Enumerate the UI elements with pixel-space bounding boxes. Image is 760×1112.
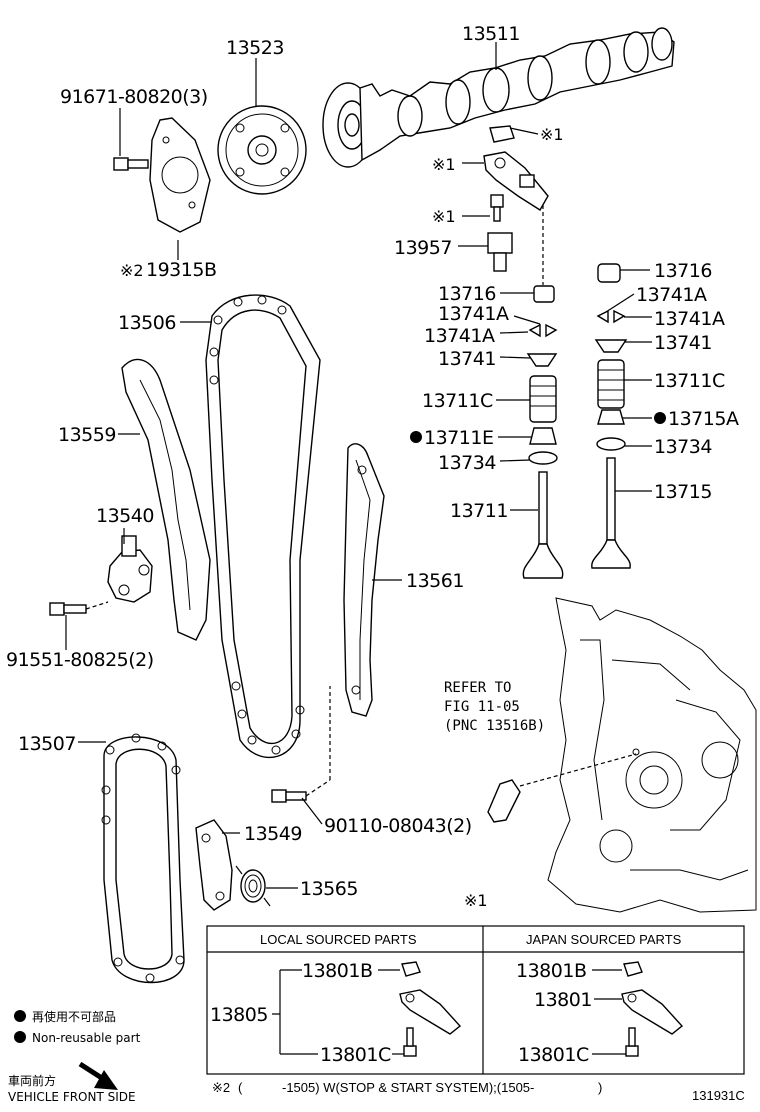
- camshaft-sprocket-13523: [217, 105, 307, 195]
- table-left-13801b: 13801B: [302, 960, 372, 982]
- timing-chain-13506: [205, 294, 321, 759]
- callout-13741a-4: 13741A: [654, 308, 725, 330]
- chain-tensioner-13540: [107, 535, 153, 603]
- callout-13711: 13711: [450, 500, 508, 522]
- callout-90110: 90110-08043(2): [324, 815, 472, 837]
- callout-13734-right: 13734: [654, 436, 712, 458]
- pivot-bolt: [490, 194, 504, 222]
- vehicle-front-jp: 車両前方: [8, 1073, 56, 1088]
- legend: 再使用不可部品 Non-reusable part: [14, 1009, 141, 1045]
- note1-mark-rocker: ※1: [432, 155, 456, 174]
- legend-en: Non-reusable part: [32, 1031, 141, 1045]
- refer-line-3: (PNC 13516B): [444, 718, 545, 734]
- callout-19315b: 19315B: [146, 259, 216, 281]
- rocker-arm: [483, 151, 549, 211]
- callout-13561: 13561: [406, 570, 464, 592]
- oil-pump-chain-13507: [101, 733, 185, 984]
- nonreusable-dot-13715a: [654, 412, 666, 424]
- footnote-text: -1505) W(STOP & START SYSTEM);(1505-: [282, 1080, 534, 1095]
- callout-13549: 13549: [244, 823, 302, 845]
- engine-block: [547, 597, 757, 913]
- timing-plate-19315b: [149, 117, 211, 233]
- callout-13741-right: 13741: [654, 332, 712, 354]
- callout-13711c-left: 13711C: [422, 390, 493, 412]
- callout-13715a: 13715A: [668, 408, 739, 430]
- figure-code: 131931C: [692, 1088, 745, 1103]
- table-note-mark: ※1: [464, 891, 488, 910]
- callout-13711c-right: 13711C: [654, 370, 725, 392]
- table-13805: 13805: [210, 1004, 268, 1026]
- lash-adjuster-13957: [487, 232, 513, 272]
- chain-damper-13549: [195, 819, 233, 911]
- bolt-91671: [113, 108, 149, 171]
- callout-13523: 13523: [226, 37, 284, 59]
- callout-91551: 91551-80825(2): [6, 649, 154, 671]
- leader-lines: [65, 42, 652, 889]
- exhaust-valve-assembly: [591, 263, 631, 569]
- callout-13741a-3: 13741A: [636, 284, 707, 306]
- refer-line-2: FIG 11-05: [444, 699, 520, 715]
- legend-jp: 再使用不可部品: [32, 1009, 116, 1024]
- table-right-13801b: 13801B: [516, 960, 586, 982]
- note1-mark-pivot: ※1: [432, 207, 456, 226]
- vehicle-front-indicator: 車両前方 VEHICLE FRONT SIDE: [8, 1061, 136, 1104]
- bolt-91551: [49, 601, 109, 616]
- footnote-close: ): [598, 1080, 602, 1095]
- callout-13559: 13559: [58, 424, 116, 446]
- callout-13506: 13506: [118, 312, 176, 334]
- front-arrow-icon: [94, 1070, 118, 1090]
- chain-guide-13561: [343, 443, 385, 717]
- callout-13957: 13957: [394, 237, 452, 259]
- callout-13711e: 13711E: [424, 427, 493, 449]
- nonreusable-dot-13711e: [410, 431, 422, 443]
- legend-dot-en: [14, 1031, 26, 1043]
- table-header-japan: JAPAN SOURCED PARTS: [526, 932, 682, 947]
- note2-mark-19315b: ※2: [120, 261, 144, 280]
- table-right-13801: 13801: [534, 989, 592, 1011]
- footnote-open: (: [238, 1080, 243, 1095]
- table-header-local: LOCAL SOURCED PARTS: [260, 932, 417, 947]
- camshaft-13511: [322, 27, 675, 168]
- refer-line-1: REFER TO: [444, 680, 511, 696]
- table-right-13801c: 13801C: [518, 1044, 589, 1066]
- callout-13741-left: 13741: [438, 348, 496, 370]
- callout-labels: 13523 13511 91671-80820(3) ※2 19315B ※1 …: [6, 23, 739, 900]
- callout-13716-right: 13716: [654, 260, 712, 282]
- callout-13565: 13565: [300, 878, 358, 900]
- callout-13741a-1: 13741A: [438, 303, 509, 325]
- intake-valve-assembly: [522, 285, 564, 579]
- legend-dot-jp: [14, 1010, 26, 1022]
- parts-table: ※1 LOCAL SOURCED PARTS JAPAN SOURCED PAR…: [206, 891, 745, 1075]
- footnote: ※2 ( -1505) W(STOP & START SYSTEM);(1505…: [212, 1080, 745, 1103]
- bolt-90110: [271, 686, 331, 803]
- oil-jet-pipe: [487, 748, 640, 823]
- callout-13511: 13511: [462, 23, 520, 45]
- vehicle-front-en: VEHICLE FRONT SIDE: [8, 1090, 136, 1104]
- callout-91671: 91671-80820(3): [60, 86, 208, 108]
- callout-13741a-2: 13741A: [424, 325, 495, 347]
- nut-cap: [489, 125, 515, 143]
- spring-13565: [235, 865, 271, 907]
- note1-mark-nut: ※1: [540, 125, 564, 144]
- callout-13507: 13507: [18, 733, 76, 755]
- callout-13716-left: 13716: [438, 283, 496, 305]
- table-left-13801c: 13801C: [320, 1044, 391, 1066]
- callout-13715: 13715: [654, 481, 712, 503]
- callout-13734-left: 13734: [438, 452, 496, 474]
- chain-tensioner-arm-13559: [121, 358, 211, 641]
- callout-13540: 13540: [96, 505, 154, 527]
- footnote-mark: ※2: [212, 1080, 230, 1095]
